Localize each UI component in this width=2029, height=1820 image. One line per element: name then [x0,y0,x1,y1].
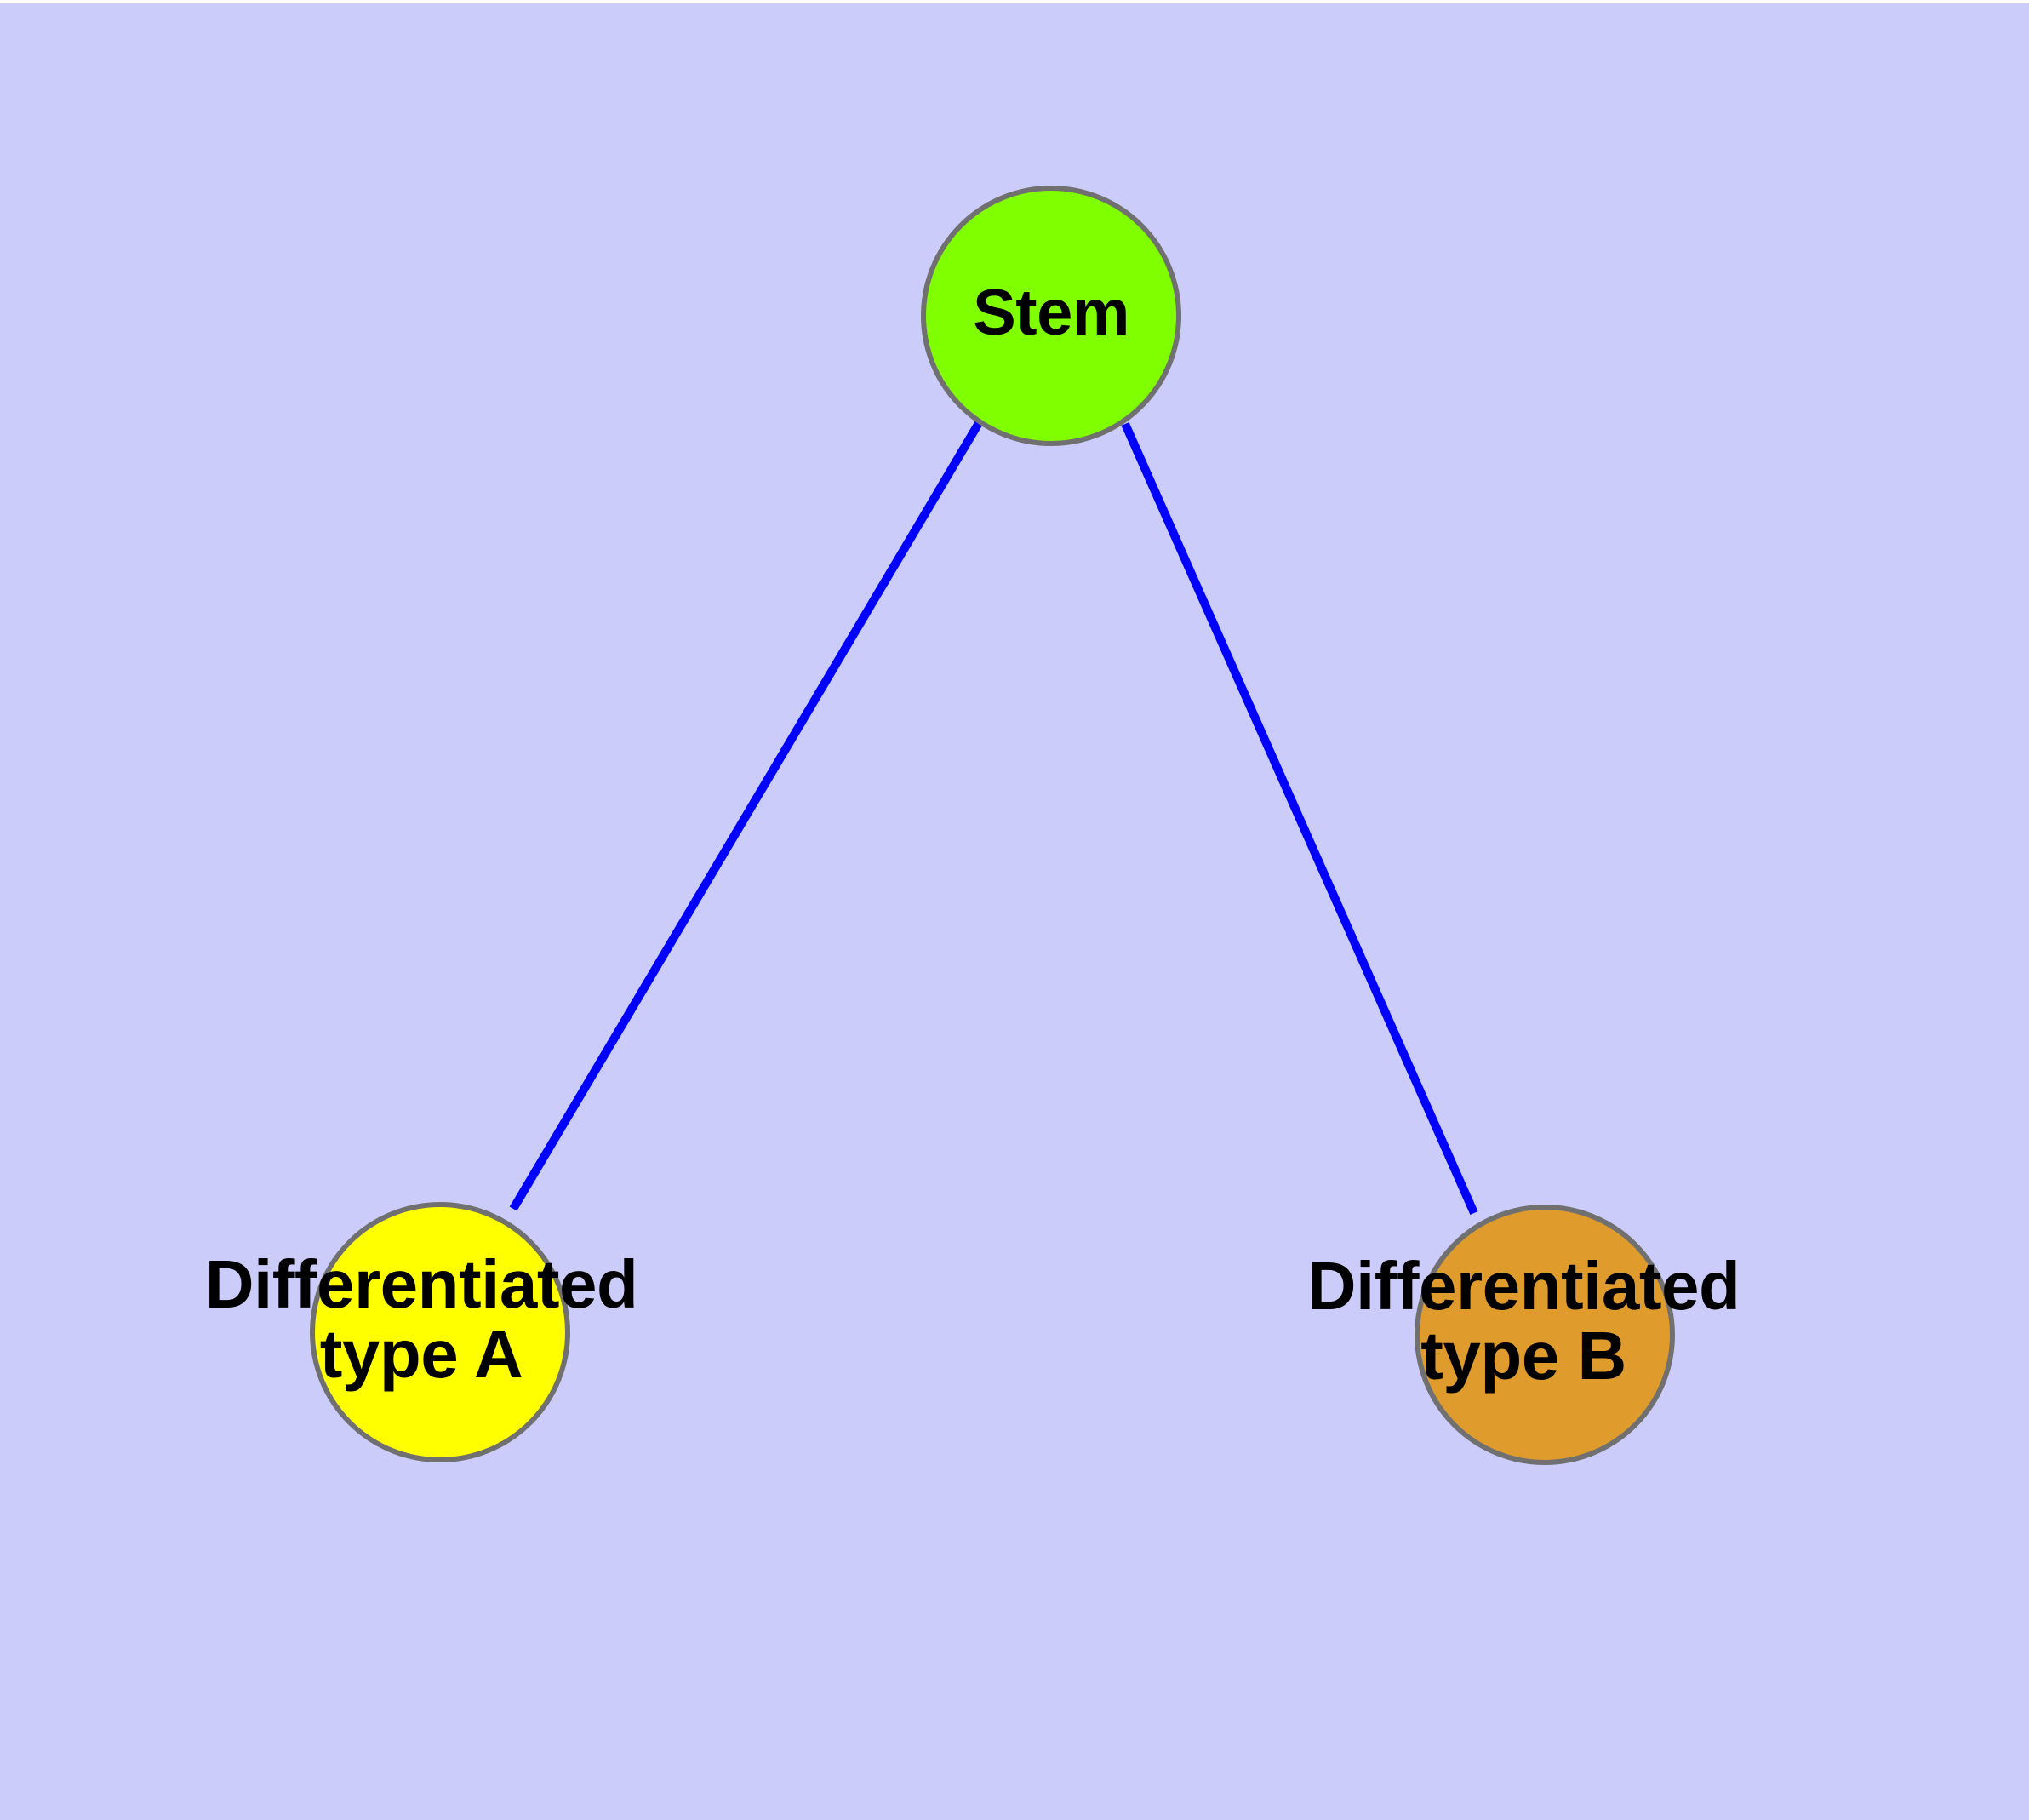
node-layer [310,186,1675,1465]
node-stem[interactable] [921,186,1181,446]
node-differentiated-type-a[interactable] [310,1202,570,1462]
edge-stem-to-type-b [1121,421,1478,1216]
edge-layer [509,421,1478,1216]
edge-stem-to-type-a [509,421,983,1211]
node-differentiated-type-b[interactable] [1415,1205,1675,1465]
